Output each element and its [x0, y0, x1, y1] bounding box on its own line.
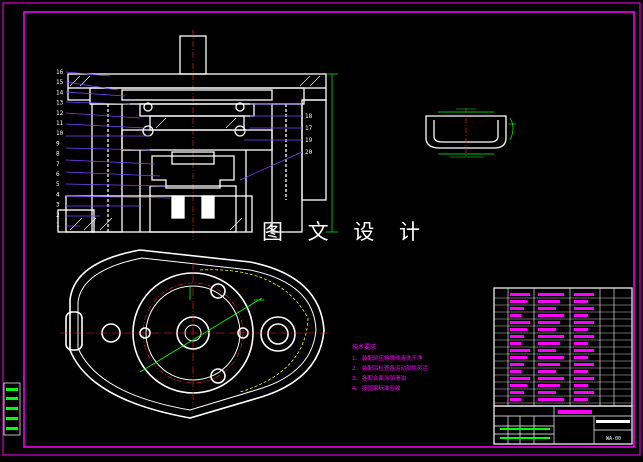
parts-row-text	[574, 335, 594, 338]
parts-row-text	[538, 335, 564, 338]
part-label: 2	[56, 212, 60, 219]
parts-row-text	[538, 293, 564, 296]
parts-row-text	[510, 398, 521, 401]
part-label: 12	[56, 110, 64, 117]
assembly-leaders-right	[239, 103, 303, 181]
part-label: 3	[56, 202, 60, 209]
parts-row-text	[538, 321, 560, 324]
parts-row-text	[574, 384, 588, 387]
parts-row-text	[510, 391, 524, 394]
note-line: 1. 装配前应将零件清洗干净	[352, 354, 423, 362]
parts-row-text	[510, 314, 521, 317]
parts-row-text	[510, 328, 527, 331]
drawing-id: WA-00	[606, 436, 621, 442]
parts-row-text	[538, 328, 556, 331]
part-label: 19	[305, 137, 313, 144]
parts-row-text	[538, 391, 556, 394]
part-label: 5	[56, 181, 60, 188]
parts-row-text	[510, 300, 527, 303]
parts-row-text	[510, 363, 524, 366]
inner-frame	[23, 11, 635, 448]
part-label: 7	[56, 161, 60, 168]
parts-row-text	[574, 398, 588, 401]
parts-row-text	[510, 293, 530, 296]
left-marker-block	[3, 382, 21, 436]
assembly-labels: 16 15 14 13 12 11 10 9 8 7 6 5 4 3 2 1	[56, 69, 64, 229]
notes-heading: 技术要求	[352, 343, 376, 351]
assembly-leaders-left	[65, 71, 171, 227]
note-line: 4. 按国家标准验收	[352, 384, 401, 392]
part-label: 4	[56, 191, 60, 198]
parts-row-text	[574, 349, 594, 352]
parts-row-text	[574, 356, 588, 359]
part-label: 6	[56, 171, 60, 178]
parts-row-text	[574, 300, 588, 303]
parts-row-text	[538, 349, 556, 352]
parts-row-text	[574, 370, 588, 373]
parts-row-text	[538, 384, 560, 387]
part-label: 1	[56, 222, 60, 229]
parts-row-text	[510, 377, 530, 380]
plan-view	[60, 249, 330, 419]
part-label: 14	[56, 89, 64, 96]
parts-row-text	[538, 300, 560, 303]
part-label: 10	[56, 130, 64, 137]
title-block	[493, 405, 633, 445]
part-label: 16	[56, 69, 64, 76]
assembly-labels-right: 18 17 19 20	[305, 113, 313, 156]
watermark-text: 图 文 设 计	[262, 220, 430, 244]
outer-frame	[2, 2, 641, 456]
parts-row-text	[574, 293, 594, 296]
assembly-section-view	[57, 30, 327, 240]
parts-row-text	[510, 349, 530, 352]
part-label: 18	[305, 113, 313, 120]
parts-row-text	[538, 356, 564, 359]
part-label: 15	[56, 79, 64, 86]
parts-row-text	[538, 398, 564, 401]
parts-row-text	[538, 314, 564, 317]
part-label: 9	[56, 140, 60, 147]
parts-row-text	[574, 307, 594, 310]
parts-row-text	[574, 321, 594, 324]
parts-list-rows	[494, 293, 632, 404]
cup-detail-view	[425, 108, 516, 158]
technical-notes: 技术要求 1. 装配前应将零件清洗干净 2. 装配后检查各运动部件灵活 3. 各…	[352, 343, 428, 392]
parts-row-text	[574, 377, 594, 380]
parts-row-text	[510, 384, 527, 387]
parts-row-text	[538, 377, 564, 380]
part-label: 20	[305, 149, 313, 156]
part-label: 8	[56, 151, 60, 158]
parts-row-text	[510, 356, 527, 359]
parts-row-text	[538, 363, 560, 366]
part-label: 11	[56, 120, 64, 127]
parts-row-text	[510, 370, 521, 373]
parts-row-text	[574, 391, 594, 394]
part-label: 17	[305, 125, 313, 132]
note-line: 3. 各配合面涂润滑油	[352, 374, 406, 382]
part-label: 13	[56, 100, 64, 107]
parts-row-text	[510, 307, 524, 310]
parts-row-text	[538, 307, 556, 310]
parts-row-text	[574, 314, 588, 317]
parts-row-text	[510, 321, 530, 324]
parts-row-text	[538, 370, 556, 373]
note-line: 2. 装配后检查各运动部件灵活	[352, 364, 428, 372]
parts-row-text	[574, 328, 588, 331]
dimension-vertical	[326, 73, 338, 233]
parts-row-text	[510, 335, 524, 338]
parts-row-text	[510, 342, 521, 345]
parts-row-text	[538, 342, 560, 345]
parts-row-text	[574, 363, 594, 366]
parts-row-text	[574, 342, 588, 345]
